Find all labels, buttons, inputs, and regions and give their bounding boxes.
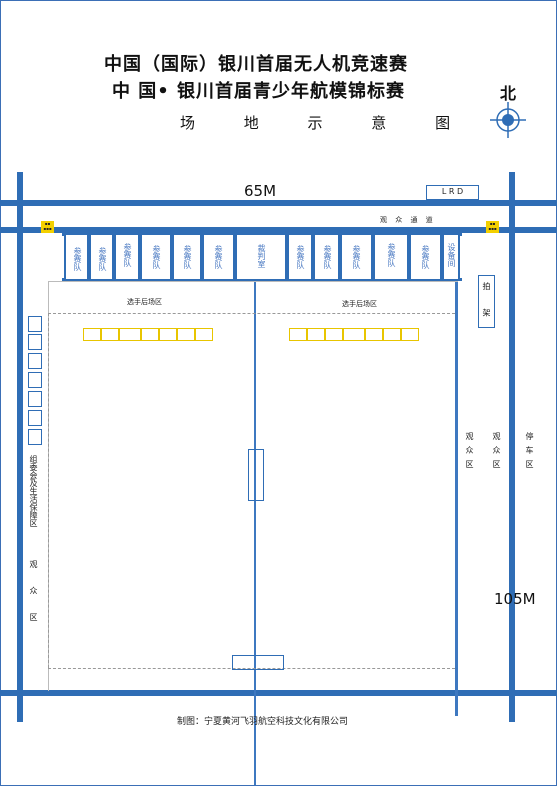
team-room-7: 参赛队	[287, 233, 313, 281]
team-room-1: 参赛队	[64, 233, 89, 281]
title-line3: 场 地 示 意 图	[180, 114, 473, 132]
entrance-tag-left: ▪▪▪▪▪	[41, 221, 54, 233]
pilot-box	[83, 328, 101, 341]
team-room-3: 参赛队	[114, 233, 140, 281]
referee-label: 裁判室	[257, 244, 266, 268]
team-room-11: 参赛队	[409, 233, 442, 281]
team-room-label: 参赛队	[152, 245, 161, 269]
team-room-10: 参赛队	[373, 233, 409, 281]
team-room-label: 参赛队	[98, 247, 107, 271]
pilot-box	[365, 328, 383, 341]
height-dimension: 105M	[494, 590, 536, 608]
start-pad	[232, 655, 284, 670]
compass-label: 北	[500, 84, 517, 103]
pilot-box	[307, 328, 325, 341]
committee-tent	[28, 316, 42, 332]
left-audience-label: 观 众 区	[29, 560, 38, 630]
top-road-bar	[0, 200, 557, 206]
right-audience-label-1: 观众区	[465, 432, 474, 474]
equipment-room-label: 设备间	[447, 243, 456, 267]
team-room-6: 参赛队	[202, 233, 235, 281]
shelf-box: 拍 架	[478, 275, 495, 328]
pilot-box	[195, 328, 213, 341]
width-dimension: 65M	[244, 182, 277, 200]
pilot-box	[325, 328, 343, 341]
right-boundary-bar	[509, 172, 515, 722]
waiting-area-right-label: 选手后场区	[342, 300, 377, 308]
team-room-5: 参赛队	[172, 233, 202, 281]
committee-tent	[28, 353, 42, 369]
title-line2: 中 国• 银川首届青少年航模锦标赛	[112, 81, 406, 102]
right-audience-label-2: 观众区	[492, 432, 501, 474]
entrance-tag-right: ▪▪▪▪▪	[486, 221, 499, 233]
lrd-box: L R D	[426, 185, 479, 200]
team-room-label: 参赛队	[296, 245, 305, 269]
left-boundary-bar	[17, 172, 23, 722]
committee-tent	[28, 391, 42, 407]
bottom-road-bar	[0, 690, 557, 696]
team-room-9: 参赛队	[340, 233, 373, 281]
title-line1: 中国（国际）银川首届无人机竞速赛	[104, 54, 408, 75]
pilot-box	[141, 328, 159, 341]
field-bottom-dashed	[48, 668, 455, 669]
compass-icon	[490, 102, 526, 138]
lrd-label: L R D	[441, 187, 464, 196]
waiting-area-left-label: 选手后场区	[127, 298, 162, 306]
right-inner-line	[455, 233, 458, 716]
team-room-label: 参赛队	[352, 245, 361, 269]
team-room-4: 参赛队	[140, 233, 172, 281]
center-platform	[248, 449, 264, 501]
team-room-2: 参赛队	[89, 233, 114, 281]
center-line	[254, 280, 256, 785]
referee-room: 裁判室	[235, 233, 287, 281]
pilot-box	[101, 328, 119, 341]
committee-tent	[28, 429, 42, 445]
field-left-dashed	[48, 313, 49, 668]
committee-tent	[28, 410, 42, 426]
committee-tent	[28, 334, 42, 350]
team-room-label: 参赛队	[387, 243, 396, 267]
team-room-label: 参赛队	[123, 243, 132, 267]
pilot-box	[383, 328, 401, 341]
audience-path-label: 观 众 通 道	[380, 216, 436, 224]
team-room-label: 参赛队	[183, 245, 192, 269]
pilot-box	[289, 328, 307, 341]
parking-area-label: 停车区	[525, 432, 534, 474]
committee-area-label: 组委会及生活保障区	[29, 455, 38, 527]
pilot-box	[159, 328, 177, 341]
team-room-8: 参赛队	[313, 233, 340, 281]
shelf-label: 拍 架	[482, 282, 491, 325]
equipment-room: 设备间	[442, 233, 460, 281]
team-room-label: 参赛队	[421, 245, 430, 269]
field-top-line	[48, 281, 458, 282]
audience-path-bar	[0, 227, 557, 233]
pilot-box	[401, 328, 419, 341]
pilot-box	[177, 328, 195, 341]
footer-credit: 制图：宁夏黄河飞羽航空科技文化有限公司	[177, 717, 349, 727]
committee-tent	[28, 372, 42, 388]
team-room-label: 参赛队	[323, 245, 332, 269]
team-room-label: 参赛队	[73, 247, 82, 271]
pilot-box	[119, 328, 141, 341]
pilot-box	[343, 328, 365, 341]
team-room-label: 参赛队	[214, 245, 223, 269]
waiting-area-boundary	[48, 313, 455, 314]
